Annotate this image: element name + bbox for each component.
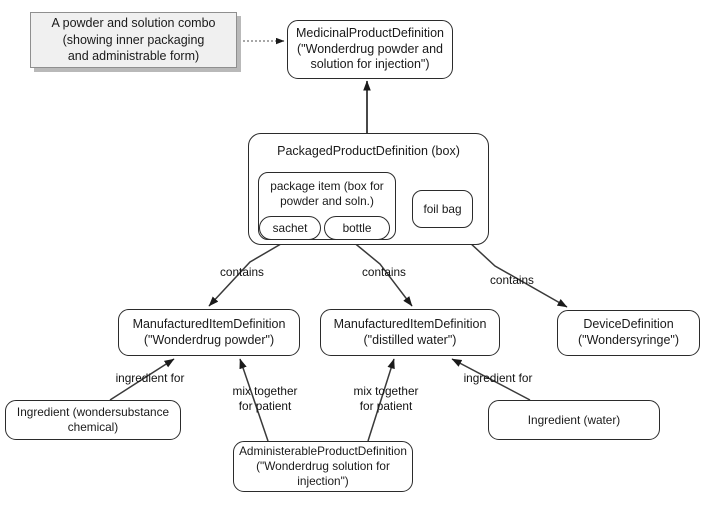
node-label: bottle xyxy=(342,220,372,235)
note-powder-solution-combo: A powder and solution combo (showing inn… xyxy=(30,12,237,68)
node-label: Ingredient (wondersubstance chemical) xyxy=(16,405,170,434)
node-label: sachet xyxy=(272,220,308,235)
node-ingredient-water[interactable]: Ingredient (water) xyxy=(488,400,660,440)
node-label: Ingredient (water) xyxy=(527,412,621,427)
node-label: PackagedProductDefinition (box) xyxy=(277,144,460,158)
edge-label-mix-left: mix together for patient xyxy=(232,384,298,414)
node-label: AdministerableProductDefinition ("Wonder… xyxy=(239,444,407,488)
edge-label-ingredient-for-left: ingredient for xyxy=(115,371,185,385)
node-foil-bag[interactable]: foil bag xyxy=(412,190,473,228)
node-label: ManufacturedItemDefinition ("distilled w… xyxy=(333,316,487,347)
edge-label-contains-left: contains xyxy=(220,265,264,279)
node-label: DeviceDefinition ("Wondersyringe") xyxy=(577,317,680,347)
node-bottle[interactable]: bottle xyxy=(324,216,390,240)
edge-label-ingredient-for-right: ingredient for xyxy=(463,371,533,385)
node-manufactured-item-water[interactable]: ManufacturedItemDefinition ("distilled w… xyxy=(320,309,500,356)
node-medicinal-product-definition[interactable]: MedicinalProductDefinition ("Wonderdrug … xyxy=(287,20,453,79)
note-text: A powder and solution combo (showing inn… xyxy=(51,15,216,64)
node-ingredient-chemical[interactable]: Ingredient (wondersubstance chemical) xyxy=(5,400,181,440)
node-sachet[interactable]: sachet xyxy=(259,216,321,240)
edge-label-mix-right: mix together for patient xyxy=(353,384,419,414)
edge-label-contains-mid: contains xyxy=(362,265,406,279)
node-device-definition[interactable]: DeviceDefinition ("Wondersyringe") xyxy=(557,310,700,356)
edge-label-contains-right: contains xyxy=(490,273,534,287)
node-label: package item (box for powder and soln.) xyxy=(270,179,384,208)
node-label: foil bag xyxy=(423,201,462,216)
node-manufactured-item-powder[interactable]: ManufacturedItemDefinition ("Wonderdrug … xyxy=(118,309,300,356)
node-administerable-product-definition[interactable]: AdministerableProductDefinition ("Wonder… xyxy=(233,441,413,492)
node-label: MedicinalProductDefinition ("Wonderdrug … xyxy=(296,26,444,72)
node-label: ManufacturedItemDefinition ("Wonderdrug … xyxy=(132,316,286,347)
